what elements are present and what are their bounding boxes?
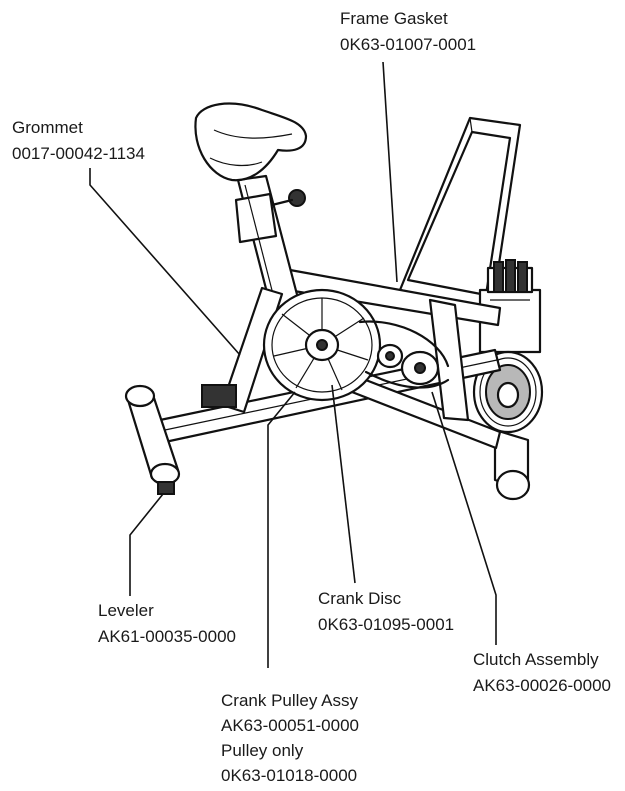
clutch-assembly-name: Clutch Assembly [473,650,599,669]
crank-disc-part-number: 0K63-01095-0001 [318,615,454,634]
belt-drive [358,320,450,389]
clutch-assembly-part-number: AK63-00026-0000 [473,676,611,695]
leader-grommet [89,168,241,356]
crank-disc-name: Crank Disc [318,589,402,608]
seat [194,102,308,182]
rear-stabilizer [493,428,531,501]
exercise-bike-illustration [124,102,544,501]
grommet-part-number: 0017-00042-1134 [12,144,145,163]
frame-gasket-part-number: 0K63-01007-0001 [340,35,476,54]
leveler-part-number: AK61-00035-0000 [98,627,236,646]
callout-crank-disc: Crank Disc 0K63-01095-0001 [318,589,454,634]
down-tube [201,286,284,414]
leveler-name: Leveler [98,601,154,620]
callout-clutch-assembly: Clutch Assembly AK63-00026-0000 [473,650,611,695]
leader-leveler [129,493,164,596]
crank-pulley-name: Crank Pulley Assy [221,691,358,710]
leader-crank-pulley [267,391,296,668]
callout-frame-gasket: Frame Gasket 0K63-01007-0001 [340,9,476,54]
callout-crank-pulley: Crank Pulley Assy AK63-00051-0000 Pulley… [221,691,359,785]
crank-pulley-part-number: AK63-00051-0000 [221,716,359,735]
clutch-assembly-illustration [472,350,544,434]
callout-grommet: Grommet 0017-00042-1134 [12,118,145,163]
front-stabilizer [124,384,181,495]
crank-disc-illustration [262,288,382,402]
leader-frame-gasket [382,61,398,283]
grommet-name: Grommet [12,118,83,137]
pulley-only-name: Pulley only [221,741,304,760]
leader-crank-disc [331,384,356,584]
leader-lines [89,61,497,668]
callout-leveler: Leveler AK61-00035-0000 [98,601,236,646]
pulley-only-part-number: 0K63-01018-0000 [221,766,357,785]
frame-gasket-name: Frame Gasket [340,9,448,28]
leader-clutch [431,391,497,645]
